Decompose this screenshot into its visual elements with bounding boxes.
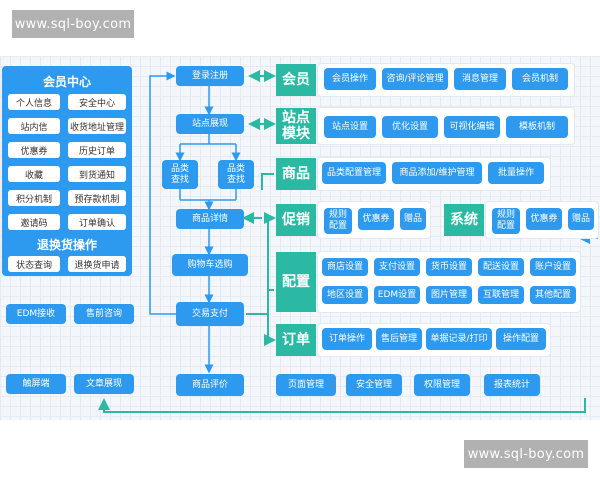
member-item[interactable]: 收藏 <box>8 166 60 182</box>
category-site-module: 站点 模块 <box>276 108 316 144</box>
message-mgmt-box[interactable]: 消息管理 <box>454 68 506 90</box>
system-rule-box[interactable]: 规则 配置 <box>492 208 520 234</box>
category-order: 订单 <box>276 324 316 356</box>
system-gift-box[interactable]: 赠品 <box>568 208 594 230</box>
member-item[interactable]: 积分机制 <box>8 190 60 206</box>
aftersale-mgmt-box[interactable]: 售后管理 <box>376 328 422 350</box>
category-config-box[interactable]: 品类配置管理 <box>322 162 386 184</box>
category-search-box-2[interactable]: 品类 查找 <box>218 160 254 189</box>
article-display-box[interactable]: 文章展现 <box>74 374 134 394</box>
promo-coupon-box[interactable]: 优惠券 <box>358 208 394 230</box>
visual-editor-box[interactable]: 可视化编辑 <box>444 116 500 138</box>
image-mgmt-box[interactable]: 图片管理 <box>426 286 472 304</box>
member-item[interactable]: 优惠券 <box>8 142 60 158</box>
account-settings-box[interactable]: 账户设置 <box>530 258 576 276</box>
product-add-box[interactable]: 商品添加/维护管理 <box>392 162 482 184</box>
member-item[interactable]: 历史订单 <box>68 142 126 158</box>
system-coupon-box[interactable]: 优惠券 <box>526 208 562 230</box>
document-print-box[interactable]: 单据记录/打印 <box>426 328 492 350</box>
product-detail-box[interactable]: 商品详情 <box>176 209 244 229</box>
member-center-title: 会员中心 <box>42 75 91 89</box>
store-settings-box[interactable]: 商店设置 <box>322 258 368 276</box>
category-config: 配置 <box>276 252 316 312</box>
member-mechanism-box[interactable]: 会员机制 <box>512 68 568 90</box>
batch-op-box[interactable]: 批量操作 <box>488 162 544 184</box>
template-mechanism-box[interactable]: 模板机制 <box>506 116 568 138</box>
product-review-box[interactable]: 商品评价 <box>176 374 244 396</box>
payment-settings-box[interactable]: 支付设置 <box>374 258 420 276</box>
currency-settings-box[interactable]: 货币设置 <box>426 258 472 276</box>
category-product: 商品 <box>276 158 316 190</box>
payment-box[interactable]: 交易支付 <box>176 302 244 326</box>
watermark-bottom: www.sql-boy.com <box>464 440 588 468</box>
returns-item[interactable]: 状态查询 <box>8 256 60 272</box>
site-settings-box[interactable]: 站点设置 <box>324 116 376 138</box>
interconnect-mgmt-box[interactable]: 互联管理 <box>478 286 524 304</box>
seo-settings-box[interactable]: 优化设置 <box>382 116 438 138</box>
site-display-box[interactable]: 站点展现 <box>176 114 244 134</box>
login-register-box[interactable]: 登录注册 <box>176 66 244 86</box>
member-item[interactable]: 邀请码 <box>8 214 60 230</box>
report-stats-box[interactable]: 报表统计 <box>484 374 540 396</box>
category-search-box-1[interactable]: 品类 查找 <box>162 160 198 189</box>
presale-consult-box[interactable]: 售前咨询 <box>74 304 134 324</box>
returns-title: 退换货操作 <box>36 238 97 252</box>
member-item[interactable]: 收货地址管理 <box>68 118 126 134</box>
member-center-panel: 会员中心 个人信息 安全中心 站内信 收货地址管理 优惠券 历史订单 收藏 到货… <box>2 66 132 276</box>
operation-config-box[interactable]: 操作配置 <box>496 328 546 350</box>
page-mgmt-box[interactable]: 页面管理 <box>276 374 336 396</box>
cart-box[interactable]: 购物车选购 <box>172 254 248 276</box>
member-item[interactable]: 订单确认 <box>68 214 126 230</box>
order-op-box[interactable]: 订单操作 <box>322 328 372 350</box>
region-settings-box[interactable]: 地区设置 <box>322 286 368 304</box>
watermark-top: www.sql-boy.com <box>12 10 134 38</box>
consult-review-box[interactable]: 咨询/评论管理 <box>382 68 448 90</box>
member-op-box[interactable]: 会员操作 <box>324 68 376 90</box>
promo-rule-box[interactable]: 规则 配置 <box>324 208 352 234</box>
security-mgmt-box[interactable]: 安全管理 <box>346 374 402 396</box>
promo-gift-box[interactable]: 赠品 <box>400 208 426 230</box>
member-item[interactable]: 个人信息 <box>8 94 60 110</box>
category-member: 会员 <box>276 64 316 96</box>
link-line <box>261 173 274 190</box>
flow-loop <box>149 71 176 315</box>
category-promotion: 促销 <box>276 204 316 236</box>
member-item[interactable]: 安全中心 <box>68 94 126 110</box>
permission-mgmt-box[interactable]: 权限管理 <box>414 374 470 396</box>
member-item[interactable]: 站内信 <box>8 118 60 134</box>
member-item[interactable]: 预存款机制 <box>68 190 126 206</box>
other-config-box[interactable]: 其他配置 <box>530 286 576 304</box>
returns-item[interactable]: 退换货申请 <box>68 256 126 272</box>
edm-receive-box[interactable]: EDM接收 <box>6 304 66 324</box>
touch-screen-box[interactable]: 触屏端 <box>6 374 66 394</box>
edm-settings-box[interactable]: EDM设置 <box>374 286 420 304</box>
delivery-settings-box[interactable]: 配送设置 <box>478 258 524 276</box>
bottom-loop <box>103 398 586 413</box>
member-item[interactable]: 到货通知 <box>68 166 126 182</box>
category-system: 系统 <box>444 204 484 236</box>
